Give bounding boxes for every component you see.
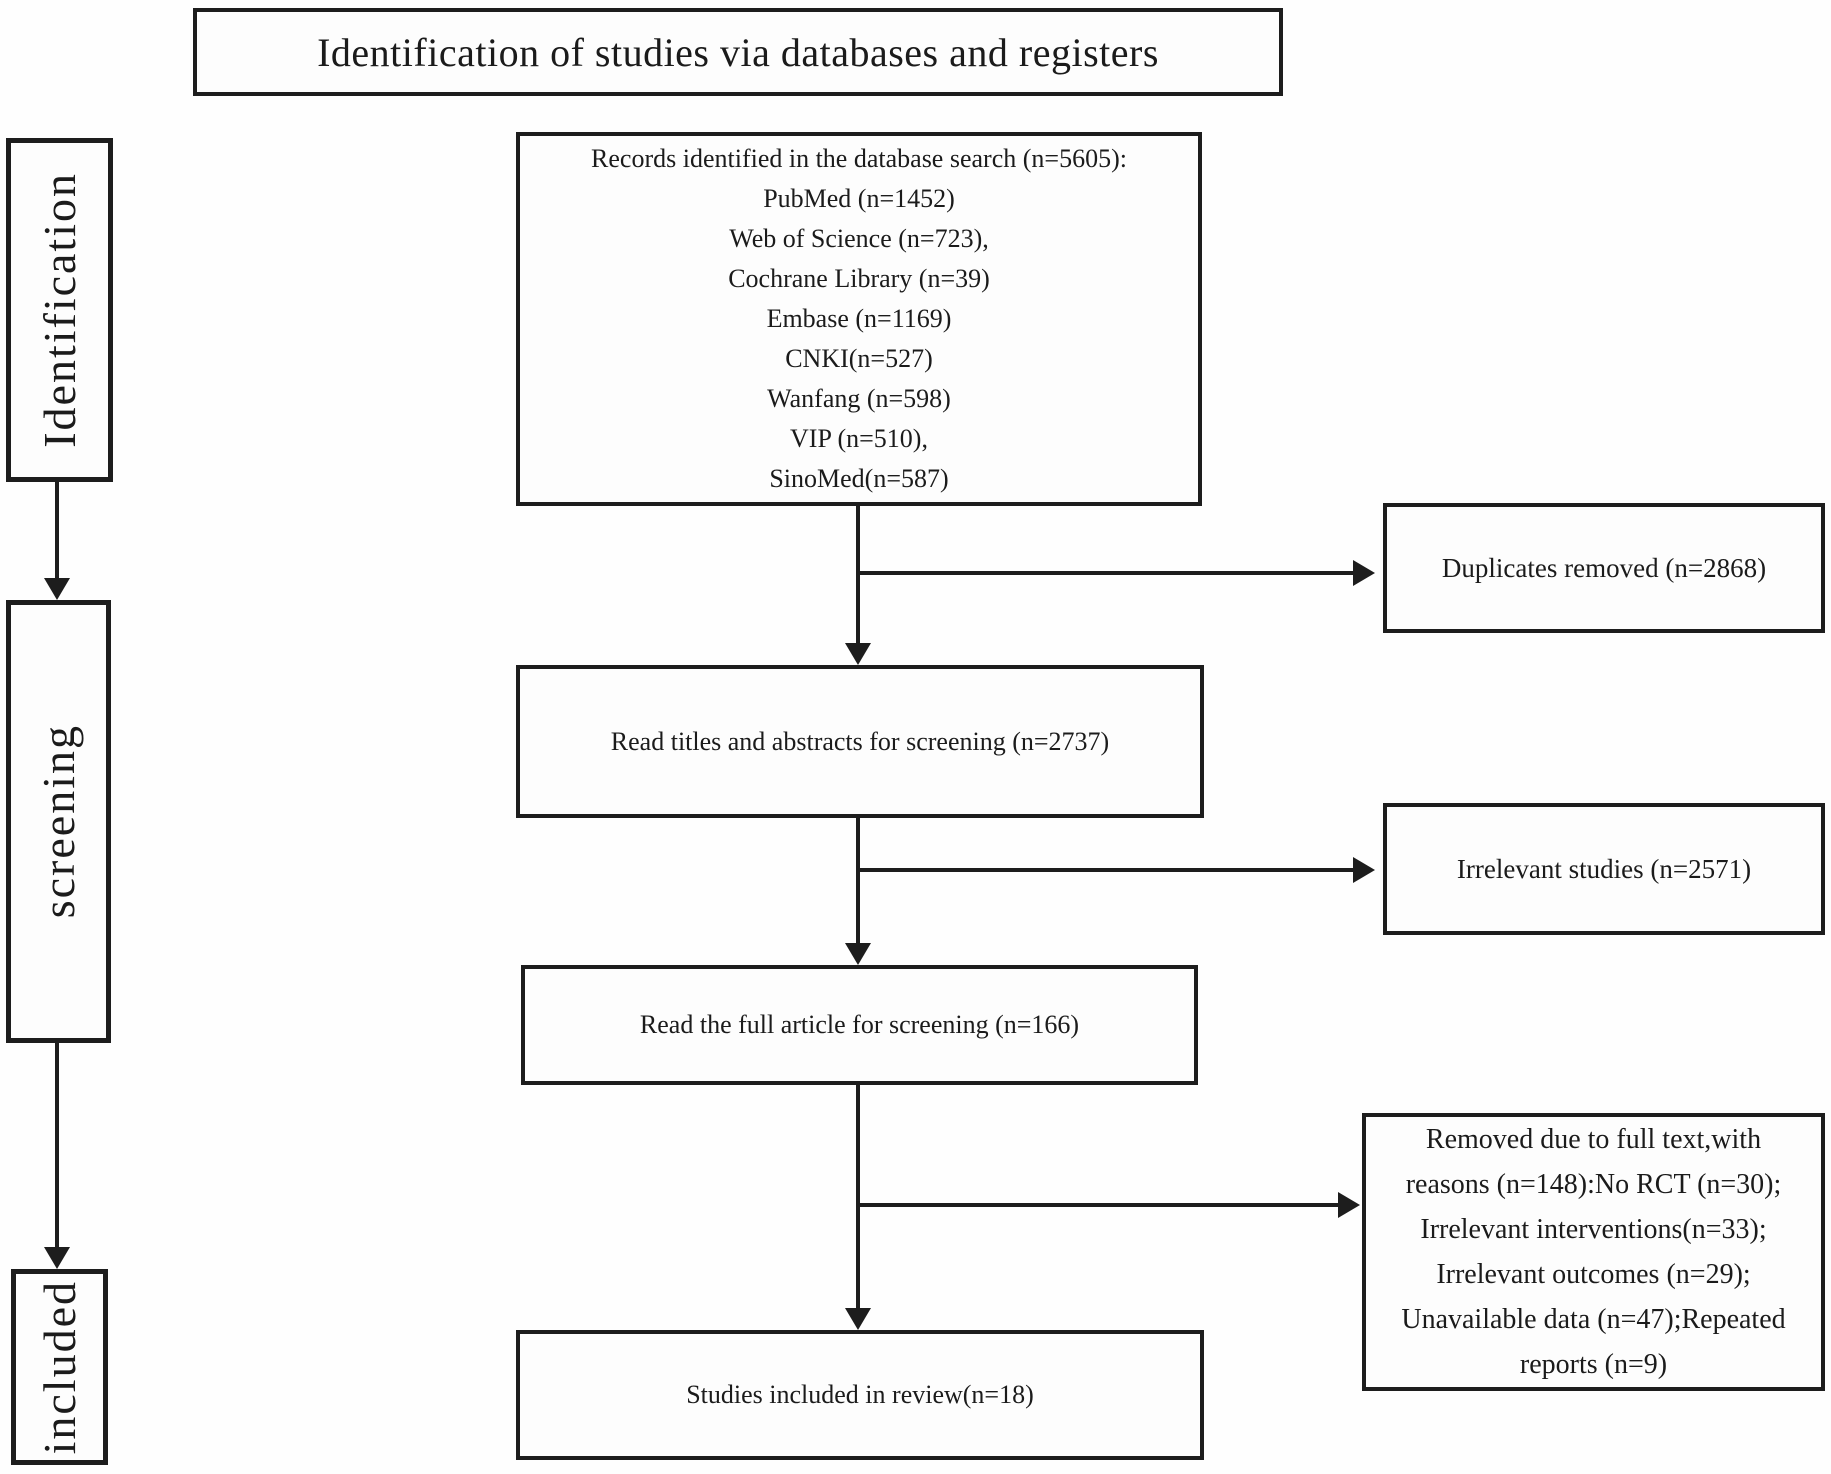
- branch-to-fulltext-removed: [858, 1203, 1338, 1207]
- source-embase: Embase (n=1169): [766, 304, 952, 333]
- arrowhead-right-icon: [1338, 1192, 1360, 1218]
- source-vip: VIP (n=510),: [790, 424, 928, 453]
- connector-fullarticle-to-included: [856, 1083, 860, 1309]
- arrowhead-down-icon: [845, 1308, 871, 1330]
- arrowhead-down-icon: [44, 578, 70, 600]
- records-identified-box: Records identified in the database searc…: [516, 132, 1202, 506]
- fulltext-removed-line: reasons (n=148):No RCT (n=30);: [1405, 1169, 1782, 1200]
- irrelevant-studies-box: Irrelevant studies (n=2571): [1383, 803, 1825, 935]
- arrowhead-down-icon: [845, 943, 871, 965]
- titles-abstracts-box: Read titles and abstracts for screening …: [516, 665, 1204, 818]
- titles-abstracts-text: Read titles and abstracts for screening …: [610, 726, 1110, 756]
- stage-box-included: included: [11, 1269, 108, 1465]
- stage-label-included: included: [34, 1279, 85, 1455]
- diagram-title: Identification of studies via databases …: [317, 29, 1159, 75]
- full-article-text: Read the full article for screening (n=1…: [639, 1010, 1080, 1039]
- arrowhead-down-icon: [44, 1247, 70, 1269]
- source-wanfang: Wanfang (n=598): [767, 384, 951, 413]
- fulltext-removed-line: reports (n=9): [1519, 1349, 1668, 1380]
- diagram-title-box: Identification of studies via databases …: [193, 8, 1283, 96]
- fulltext-removed-line: Unavailable data (n=47);Repeated: [1401, 1304, 1786, 1335]
- source-cochrane: Cochrane Library (n=39): [728, 264, 990, 293]
- arrowhead-down-icon: [845, 643, 871, 665]
- source-cnki: CNKI(n=527): [785, 344, 933, 373]
- fulltext-removed-box: Removed due to full text,with reasons (n…: [1362, 1113, 1825, 1391]
- fulltext-removed-line: Irrelevant interventions(n=33);: [1420, 1214, 1767, 1245]
- studies-included-box: Studies included in review(n=18): [516, 1330, 1204, 1460]
- branch-to-duplicates: [858, 571, 1353, 575]
- connector-titles-to-fullarticle: [856, 816, 860, 944]
- full-article-box: Read the full article for screening (n=1…: [521, 965, 1198, 1085]
- connector-identification-to-screening: [55, 482, 59, 580]
- arrowhead-right-icon: [1353, 857, 1375, 883]
- stage-box-identification: Identification: [6, 138, 113, 482]
- connector-screening-to-included: [55, 1043, 59, 1249]
- source-web-of-science: Web of Science (n=723),: [729, 224, 989, 253]
- stage-box-screening: screening: [6, 600, 111, 1043]
- records-heading: Records identified in the database searc…: [591, 144, 1127, 173]
- irrelevant-studies-text: Irrelevant studies (n=2571): [1456, 853, 1752, 884]
- fulltext-removed-line: Removed due to full text,with: [1425, 1124, 1762, 1155]
- branch-to-irrelevant: [858, 868, 1353, 872]
- duplicates-removed-box: Duplicates removed (n=2868): [1383, 503, 1825, 633]
- source-sinomed: SinoMed(n=587): [769, 464, 949, 493]
- fulltext-removed-line: Irrelevant outcomes (n=29);: [1436, 1259, 1751, 1290]
- stage-label-screening: screening: [33, 724, 84, 919]
- stage-label-identification: Identification: [34, 172, 85, 448]
- studies-included-text: Studies included in review(n=18): [686, 1380, 1034, 1409]
- duplicates-removed-text: Duplicates removed (n=2868): [1441, 552, 1767, 583]
- arrowhead-right-icon: [1353, 560, 1375, 586]
- source-pubmed: PubMed (n=1452): [763, 184, 955, 213]
